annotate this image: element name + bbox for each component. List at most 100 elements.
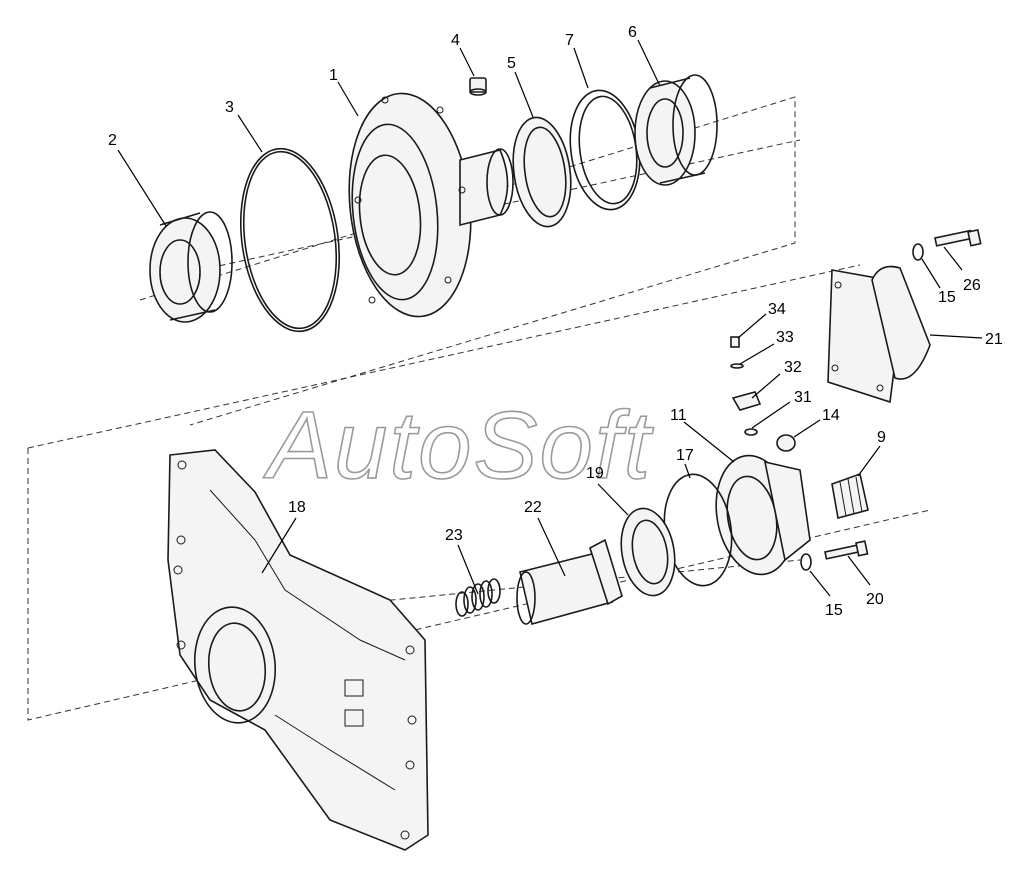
housing-18-pad [344, 679, 364, 697]
sleeve-22 [516, 538, 623, 625]
ring-7-outer [569, 89, 641, 211]
callout-2: 2 [108, 132, 117, 149]
needle-bearing-9 [831, 472, 869, 519]
leader-3 [237, 114, 263, 153]
hub-1-bolt-hole [368, 296, 376, 304]
leader-5 [514, 71, 534, 118]
upper-guide-dash [27, 264, 861, 449]
housing-18-rib [274, 714, 396, 791]
spring-23 [455, 578, 501, 617]
bolt-20 [824, 540, 869, 560]
cover-plate-21 [827, 265, 931, 404]
housing-18-bolt-boss [173, 565, 183, 575]
hub-1-shaft-end [486, 148, 514, 216]
seal-19-inner [631, 519, 669, 585]
plug-4-tip [469, 88, 487, 96]
callout-21: 21 [985, 331, 1003, 348]
ring-31 [744, 428, 758, 436]
hub-1-bore [358, 154, 422, 276]
callout-26: 26 [963, 277, 981, 294]
bearing-2 [149, 211, 233, 323]
spring-23-coil [463, 586, 477, 614]
bolt-34 [730, 336, 740, 348]
spring-23-coil [471, 583, 485, 611]
bearing-6-bottom-edge [659, 172, 706, 184]
washer-15-top-ring [912, 243, 924, 261]
sleeve-22-end [516, 571, 536, 625]
washer-33 [730, 363, 744, 369]
bolt-26-head [967, 228, 982, 247]
callout-18: 18 [288, 499, 306, 516]
callout-33: 33 [776, 329, 794, 346]
hub-1-bolt-hole [436, 106, 444, 114]
leader-31 [751, 401, 791, 429]
bearing-6-top-edge [649, 77, 691, 89]
seal-5-inner [523, 126, 567, 218]
housing-18-pad [344, 709, 364, 727]
callout-23: 23 [445, 527, 463, 544]
leader-26 [943, 246, 963, 271]
callout-31: 31 [794, 389, 812, 406]
callout-32: 32 [784, 359, 802, 376]
bearing-2-bottom-edge [169, 309, 216, 321]
leader-20 [847, 555, 871, 586]
callout-15-bottom: 15 [825, 602, 843, 619]
callout-34: 34 [768, 301, 786, 318]
lower-guide-dash [27, 448, 931, 721]
seal-19-outer [620, 507, 676, 597]
seal-ring-5 [512, 116, 572, 228]
bolt-26 [934, 228, 982, 247]
leader-2 [117, 149, 167, 227]
pump-11-housing [763, 460, 811, 562]
needle-bearing-9-body [831, 472, 869, 519]
callout-19: 19 [586, 465, 604, 482]
housing-18-bolt-boss [176, 535, 186, 545]
housing-18-bolt-boss [176, 640, 186, 650]
seal-5-outer [512, 116, 572, 228]
bearing-6 [634, 74, 718, 186]
callout-labels: 1 2 3 4 5 6 7 9 11 14 15 15 17 18 19 20 … [108, 24, 1003, 619]
o-ring-3-outer [239, 147, 341, 333]
bearing-6-front [634, 80, 696, 186]
callout-6: 6 [628, 24, 637, 41]
leader-1 [337, 81, 359, 117]
washer-15-bottom [800, 553, 812, 571]
upper-axis-dash [199, 139, 801, 271]
hub-1-bolt-hole [381, 96, 389, 104]
leader-19 [597, 483, 629, 516]
callout-22: 22 [524, 499, 542, 516]
housing-18-outline [167, 449, 429, 851]
hub-housing-1 [348, 92, 514, 318]
leader-21 [929, 334, 983, 339]
needle-bearing-9-roller [839, 481, 847, 517]
upper-assembly-dash-outline [139, 96, 796, 426]
bolt-26-shank [934, 229, 973, 247]
leader-11 [683, 421, 735, 463]
leader-23 [457, 544, 479, 595]
plug-4 [469, 77, 487, 96]
hub-1-bolt-hole [354, 196, 362, 204]
small-fasteners [730, 336, 762, 436]
callout-15-top: 15 [938, 289, 956, 306]
bearing-2-top-edge [159, 212, 201, 226]
leader-33 [739, 343, 775, 365]
bearing-6-bore [646, 98, 684, 168]
housing-18-bore-inner [207, 622, 267, 712]
bearing-2-inner [159, 239, 201, 305]
pump-body-11 [715, 454, 811, 576]
spring-23-coil [455, 591, 469, 617]
cover-21-hole [834, 281, 842, 289]
callout-11: 11 [670, 407, 687, 424]
leader-22 [537, 517, 566, 577]
o-ring-3-inner [242, 150, 338, 330]
callout-7: 7 [565, 32, 574, 49]
cover-21-hole [831, 364, 839, 372]
cover-21-hole [876, 384, 884, 392]
leader-34 [737, 313, 767, 339]
callout-4: 4 [451, 32, 460, 49]
housing-18-bolt-boss [407, 715, 417, 725]
housing-18-rib [209, 489, 406, 661]
needle-bearing-9-roller [847, 478, 855, 515]
